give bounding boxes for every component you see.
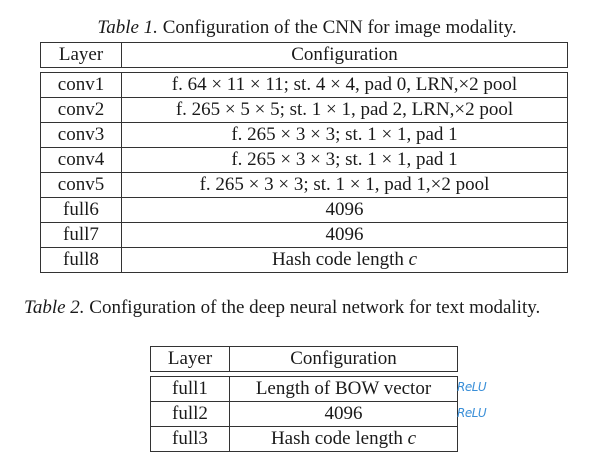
handwritten-relu-note: ReLU [457,406,487,420]
table2-caption-label: Table 2. [24,297,85,318]
config-cell: f. 265 × 3 × 3; st. 1 × 1, pad 1,×2 pool [121,172,568,198]
layer-cell: full2 [150,401,230,427]
text-dnn-config-table: Layer Configuration full1 Length of BOW … [150,346,458,452]
layer-cell: full1 [150,376,230,402]
config-cell: f. 265 × 3 × 3; st. 1 × 1, pad 1 [121,147,568,173]
handwritten-relu-note: ReLU [457,380,487,394]
hash-length-variable: c [407,428,417,449]
layer-cell: full3 [150,426,230,452]
config-cell: 4096 [121,197,568,223]
table-row: full6 4096 [40,197,568,223]
table2-double-rule [150,371,458,377]
layer-cell: full7 [40,222,122,248]
table-row: conv5 f. 265 × 3 × 3; st. 1 × 1, pad 1,×… [40,172,568,198]
table2-header-row: Layer Configuration [150,346,458,372]
config-cell: f. 265 × 5 × 5; st. 1 × 1, pad 2, LRN,×2… [121,97,568,123]
config-cell: f. 265 × 3 × 3; st. 1 × 1, pad 1 [121,122,568,148]
table1-caption-label: Table 1. [97,17,158,38]
table2-header-layer: Layer [150,346,230,372]
config-cell: Length of BOW vector [229,376,458,402]
table-row: full1 Length of BOW vector [150,376,458,402]
table-row: conv1 f. 64 × 11 × 11; st. 4 × 4, pad 0,… [40,72,568,98]
table-row: conv3 f. 265 × 3 × 3; st. 1 × 1, pad 1 [40,122,568,148]
table-row: conv2 f. 265 × 5 × 5; st. 1 × 1, pad 2, … [40,97,568,123]
hash-length-variable: c [408,249,418,270]
layer-cell: conv1 [40,72,122,98]
table1-header-configuration: Configuration [121,42,568,68]
config-cell: Hash code length c [229,426,458,452]
table-row: conv4 f. 265 × 3 × 3; st. 1 × 1, pad 1 [40,147,568,173]
config-cell: Hash code length c [121,247,568,273]
layer-cell: conv2 [40,97,122,123]
layer-cell: conv3 [40,122,122,148]
config-cell: 4096 [229,401,458,427]
layer-cell: full6 [40,197,122,223]
table1-double-rule [40,67,568,73]
config-text: Hash code length [270,428,403,449]
table-row: full3 Hash code length c [150,426,458,452]
table1-header-row: Layer Configuration [40,42,568,68]
table1-header-layer: Layer [40,42,122,68]
layer-cell: conv5 [40,172,122,198]
table2-caption: Table 2. Configuration of the deep neura… [24,294,590,321]
table-row: full7 4096 [40,222,568,248]
config-text: Hash code length [271,249,404,270]
cnn-config-table: Layer Configuration conv1 f. 64 × 11 × 1… [40,42,568,273]
table-row: full8 Hash code length c [40,247,568,273]
layer-cell: conv4 [40,147,122,173]
table1-caption-text: Configuration of the CNN for image modal… [162,17,517,38]
table1-caption: Table 1. Configuration of the CNN for im… [0,17,614,39]
table2-caption-text: Configuration of the deep neural network… [89,297,541,318]
table-row: full2 4096 [150,401,458,427]
config-cell: f. 64 × 11 × 11; st. 4 × 4, pad 0, LRN,×… [121,72,568,98]
table2-header-configuration: Configuration [229,346,458,372]
layer-cell: full8 [40,247,122,273]
config-cell: 4096 [121,222,568,248]
